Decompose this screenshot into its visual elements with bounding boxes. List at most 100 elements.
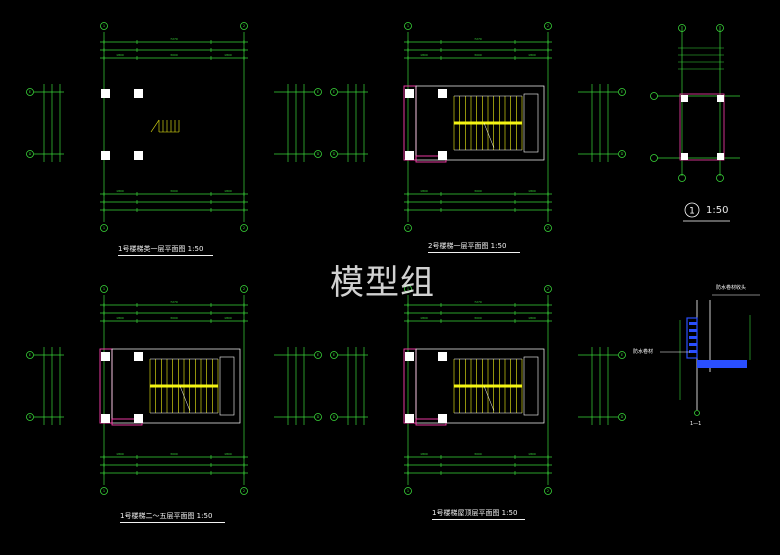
dimension-text: 1800 bbox=[116, 316, 124, 320]
grid-bubble bbox=[404, 487, 412, 495]
dimension-text: 3000 bbox=[474, 189, 482, 193]
grid-bubble-label: 1 bbox=[103, 489, 105, 493]
grid-bubble bbox=[716, 24, 724, 32]
column-block bbox=[134, 352, 143, 361]
grid-bubble-label: D bbox=[333, 415, 336, 419]
detail-section-label: 1—1 bbox=[690, 421, 702, 427]
plan-4-title: 1号楼梯屋顶层平面图 1:50 bbox=[432, 508, 525, 520]
grid-bubble-label: D bbox=[317, 415, 320, 419]
grid-bubble bbox=[544, 22, 552, 30]
grid-bubble bbox=[100, 22, 108, 30]
stair-handrail bbox=[150, 384, 218, 388]
column-block bbox=[134, 151, 143, 160]
grid-bubble-label: 2 bbox=[547, 287, 549, 291]
grid-bubble bbox=[100, 285, 108, 293]
dimension-text: 1800 bbox=[420, 53, 428, 57]
detail-plan-small: 1 bbox=[650, 24, 740, 222]
section-slab-blue bbox=[697, 360, 747, 368]
column-block bbox=[681, 153, 688, 160]
stair-wall bbox=[679, 93, 725, 161]
stair-handrail bbox=[454, 121, 522, 125]
grid-bubble bbox=[330, 413, 338, 421]
column-block bbox=[101, 352, 110, 361]
dimension-text: 1800 bbox=[420, 316, 428, 320]
column-block bbox=[438, 89, 447, 98]
dimension-text: 1800 bbox=[528, 53, 536, 57]
column-block bbox=[405, 151, 414, 160]
grid-bubble bbox=[544, 487, 552, 495]
column-block bbox=[438, 151, 447, 160]
grid-bubble-label: 2 bbox=[243, 489, 245, 493]
grid-bubble-label: 1 bbox=[407, 287, 409, 291]
dimension-text: 3000 bbox=[474, 316, 482, 320]
grid-bubble bbox=[694, 410, 700, 416]
dimension-text: 1800 bbox=[116, 189, 124, 193]
grid-bubble bbox=[404, 285, 412, 293]
dimension-text: 1800 bbox=[224, 189, 232, 193]
dimension-text: 1800 bbox=[224, 316, 232, 320]
grid-bubble bbox=[240, 224, 248, 232]
grid-bubble-label: 2 bbox=[243, 226, 245, 230]
grid-bubble-label: 2 bbox=[547, 226, 549, 230]
dimension-text: 3000 bbox=[170, 452, 178, 456]
dimension-text: 3000 bbox=[170, 53, 178, 57]
grid-bubble-label: D bbox=[29, 152, 32, 156]
column-block bbox=[438, 352, 447, 361]
stair-arrow bbox=[179, 385, 191, 412]
grid-bubble-label: E bbox=[317, 353, 319, 357]
dimension-text-total: 7270 bbox=[474, 37, 482, 41]
dimension-text-total: 7270 bbox=[170, 37, 178, 41]
section-layer-blue bbox=[689, 322, 697, 325]
grid-bubble-label: D bbox=[621, 415, 624, 419]
grid-bubble bbox=[404, 224, 412, 232]
column-block bbox=[405, 352, 414, 361]
grid-bubble bbox=[100, 487, 108, 495]
grid-bubble-label: E bbox=[333, 90, 335, 94]
detail-marker-circle bbox=[684, 202, 700, 218]
detail-marker-number: 1 bbox=[689, 207, 695, 217]
grid-bubble-label: 2 bbox=[243, 24, 245, 28]
dimension-text-total: 7270 bbox=[474, 300, 482, 304]
section-detail bbox=[660, 294, 760, 416]
stair-arrow bbox=[483, 385, 495, 412]
stair-landing bbox=[523, 93, 539, 153]
grid-bubble bbox=[678, 24, 686, 32]
column-block bbox=[134, 414, 143, 423]
grid-bubble-label: 2 bbox=[547, 489, 549, 493]
grid-bubble-label: E bbox=[317, 90, 319, 94]
grid-bubble bbox=[26, 413, 34, 421]
grid-bubble-label: 1 bbox=[103, 24, 105, 28]
column-block bbox=[405, 89, 414, 98]
plan-2-title: 2号楼梯一层平面图 1:50 bbox=[428, 241, 520, 253]
grid-bubble bbox=[544, 285, 552, 293]
grid-bubble bbox=[314, 88, 322, 96]
grid-bubble-label: 1 bbox=[407, 24, 409, 28]
grid-bubble-label: 1 bbox=[407, 226, 409, 230]
grid-bubble bbox=[716, 174, 724, 182]
grid-bubble-label: E bbox=[29, 353, 31, 357]
grid-bubble bbox=[26, 150, 34, 158]
grid-bubble bbox=[240, 487, 248, 495]
grid-bubble bbox=[314, 351, 322, 359]
section-layer-blue bbox=[689, 336, 697, 339]
column-block bbox=[405, 414, 414, 423]
grid-bubble bbox=[618, 88, 626, 96]
grid-bubble-label: D bbox=[333, 152, 336, 156]
column-block bbox=[101, 151, 110, 160]
grid-bubble bbox=[404, 22, 412, 30]
grid-bubble-label: E bbox=[621, 90, 623, 94]
grid-bubble bbox=[330, 88, 338, 96]
column-block bbox=[717, 95, 724, 102]
grid-bubble bbox=[314, 413, 322, 421]
column-block bbox=[134, 89, 143, 98]
column-block bbox=[717, 153, 724, 160]
column-block bbox=[101, 414, 110, 423]
grid-bubble-label: D bbox=[621, 152, 624, 156]
section-layer-blue bbox=[689, 343, 697, 346]
